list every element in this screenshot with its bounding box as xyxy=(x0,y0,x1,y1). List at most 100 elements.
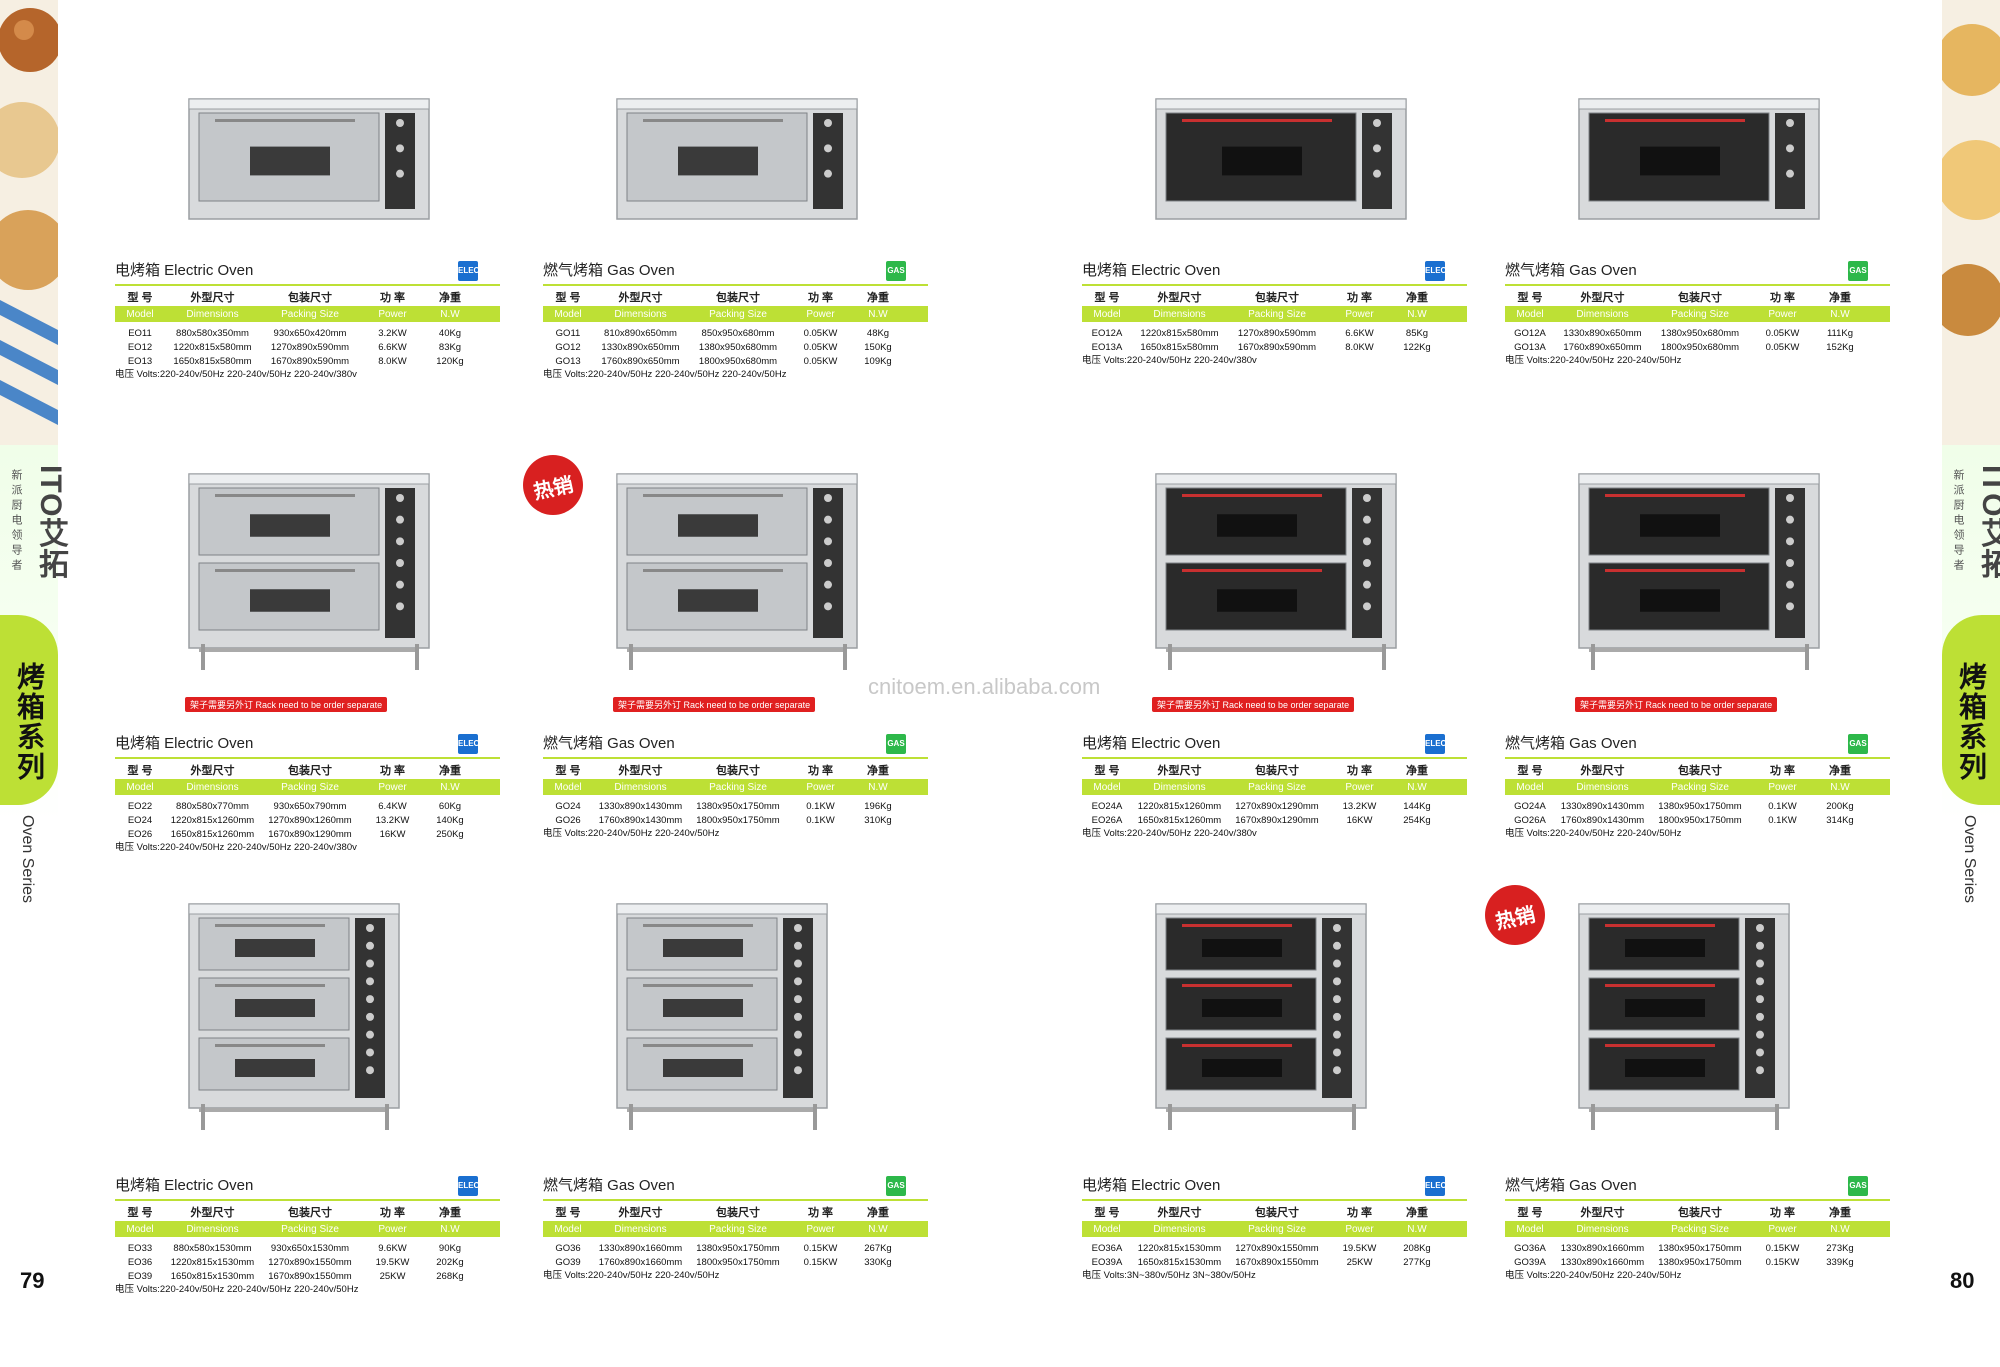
table-cell: 109Kg xyxy=(864,355,892,367)
table-cell: 1670x890x590mm xyxy=(1237,341,1317,353)
header-cell-cn: 外型尺寸 xyxy=(1580,765,1625,777)
header-cell-cn: 包装尺寸 xyxy=(288,292,332,304)
header-cell-en: Dimensions xyxy=(614,1223,667,1235)
product-title: 燃气烤箱 Gas Oven xyxy=(1505,262,1637,279)
header-cell-cn: 功 率 xyxy=(1346,292,1373,304)
table-cell: 1220x815x1530mm xyxy=(170,1256,255,1268)
table-cell: 150Kg xyxy=(864,341,892,353)
table-cell: 850x950x680mm xyxy=(701,327,775,339)
table-cell: 6.4KW xyxy=(378,800,407,812)
header-cell-en: Model xyxy=(1516,781,1544,793)
table-cell: 1270x890x1550mm xyxy=(268,1256,352,1268)
table-cell: GO26 xyxy=(555,814,581,826)
gas-icon: GAS xyxy=(1848,261,1868,281)
header-cell-en: N.W xyxy=(868,781,888,793)
table-cell: 140Kg xyxy=(436,814,464,826)
badge-label: ELEC xyxy=(1425,739,1447,748)
header-cell-en: N.W xyxy=(1830,308,1850,320)
oven-image xyxy=(1155,98,1407,220)
table-cell: 273Kg xyxy=(1826,1242,1854,1254)
brand-block-right: ITO艾拓 新派厨电领导者 xyxy=(1948,465,2000,615)
table-cell: EO12 xyxy=(127,341,153,353)
table-cell: EO13A xyxy=(1091,341,1123,353)
table-cell: GO36 xyxy=(555,1242,581,1254)
header-cell-en: Model xyxy=(554,308,582,320)
table-cell: 1760x890x650mm xyxy=(601,355,680,367)
table-cell: 810x890x650mm xyxy=(604,327,677,339)
electric-icon: ELEC xyxy=(458,261,479,281)
header-cell-en: Model xyxy=(1516,1223,1544,1235)
table-cell: 339Kg xyxy=(1826,1256,1854,1268)
header-row-cn: 型 号外型尺寸包装尺寸功 率净重 xyxy=(543,761,928,779)
table-cell: 1650x815x580mm xyxy=(1140,341,1219,353)
badge-label: ELEC xyxy=(458,739,480,748)
header-cell-cn: 型 号 xyxy=(1517,292,1543,304)
oven-image-wrap xyxy=(1575,470,1835,695)
series-tab-left xyxy=(0,615,58,805)
header-cell-en: Dimensions xyxy=(1153,1223,1206,1235)
table-cell: 60Kg xyxy=(438,800,462,812)
table-cell: 880x580x350mm xyxy=(176,327,249,339)
header-cell-en: N.W xyxy=(1407,781,1427,793)
header-cell-cn: 净重 xyxy=(1406,1207,1428,1219)
header-cell-cn: 功 率 xyxy=(807,765,834,777)
oven-image-wrap xyxy=(613,900,843,1155)
header-cell-cn: 外型尺寸 xyxy=(618,1207,663,1219)
header-cell-cn: 外型尺寸 xyxy=(618,292,663,304)
table-cell: 8.0KW xyxy=(1345,341,1374,353)
table-cell: 1330x890x1430mm xyxy=(598,800,683,812)
header-row-cn: 型 号外型尺寸包装尺寸功 率净重 xyxy=(543,1203,928,1221)
table-cell: 13.2KW xyxy=(375,814,410,826)
header-cell-cn: 外型尺寸 xyxy=(1157,1207,1202,1219)
voltage-note: 电压 Volts:220-240v/50Hz 220-240v/50Hz xyxy=(1505,1270,1682,1281)
table-cell: EO33 xyxy=(127,1242,153,1254)
header-cell-cn: 包装尺寸 xyxy=(288,1207,332,1219)
table-cell: 0.1KW xyxy=(1768,800,1797,812)
oven-image-wrap xyxy=(613,95,873,240)
header-cell-en: N.W xyxy=(868,1223,888,1235)
header-cell-en: Model xyxy=(126,1223,154,1235)
table-cell: 1800x950x1750mm xyxy=(1658,814,1742,826)
voltage-note: 电压 Volts:220-240v/50Hz 220-240v/50Hz 220… xyxy=(115,842,357,853)
table-cell: 1380x950x1750mm xyxy=(696,800,780,812)
table-cell: 314Kg xyxy=(1826,814,1854,826)
header-cell-cn: 包装尺寸 xyxy=(1678,1207,1722,1219)
header-cell-cn: 净重 xyxy=(1829,765,1851,777)
table-cell: 13.2KW xyxy=(1342,800,1377,812)
oven-image xyxy=(616,473,858,670)
header-cell-en: Power xyxy=(806,308,835,320)
header-cell-en: Dimensions xyxy=(1576,308,1629,320)
table-cell: GO13 xyxy=(555,355,581,367)
table-cell: 1800x950x680mm xyxy=(698,355,778,367)
voltage-note: 电压 Volts:220-240v/50Hz 220-240v/50Hz xyxy=(543,1270,720,1281)
voltage-note: 电压 Volts:3N~380v/50Hz 3N~380v/50Hz xyxy=(1082,1270,1256,1281)
header-row-cn: 型 号外型尺寸包装尺寸功 率净重 xyxy=(1082,288,1467,306)
table-cell: 1270x890x1550mm xyxy=(1235,1242,1319,1254)
table-cell: EO39 xyxy=(127,1270,153,1282)
table-cell: EO24A xyxy=(1091,800,1123,812)
table-cell: 9.6KW xyxy=(378,1242,407,1254)
table-cell: 0.1KW xyxy=(806,814,835,826)
table-cell: 250Kg xyxy=(436,828,464,840)
header-cell-en: Power xyxy=(1345,1223,1374,1235)
table-cell: 310Kg xyxy=(864,814,892,826)
oven-image-wrap xyxy=(613,470,873,695)
product-title: 电烤箱 Electric Oven xyxy=(115,262,254,279)
header-cell-en: Power xyxy=(1345,781,1374,793)
table-cell: EO39A xyxy=(1091,1256,1123,1268)
table-cell: 8.0KW xyxy=(378,355,407,367)
